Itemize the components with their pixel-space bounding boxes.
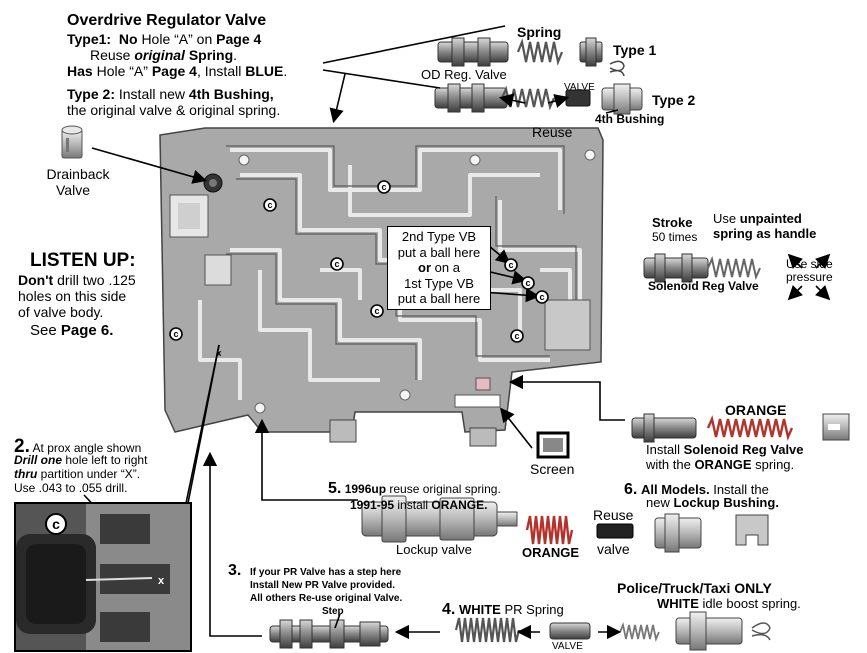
valve-label-top: VALVE [564,82,595,93]
listen-up-line2: holes on this side [18,288,127,304]
c-marker: c [508,260,513,270]
ball-callout-line2: put a ball here [397,244,481,260]
solenoid-reg-valve-label: Solenoid Reg Valve [648,279,759,293]
step-label: Step [322,606,344,617]
step4-line: 4. WHITE PR Spring [442,601,564,618]
type2-label: Type 2 [652,92,696,108]
ball-callout-line5: put a ball here [397,291,481,307]
drainback-valve-icon [61,125,83,159]
overdrive-type2-line2: the original valve & original spring. [67,102,281,118]
fourth-bushing-label: 4th Bushing [595,112,665,126]
stroke-label: Stroke [652,215,693,230]
x-marker: x [158,575,165,587]
orange-line2: with the ORANGE spring. [646,457,795,472]
orange-spring-parts [631,413,850,443]
orange-spring-label: ORANGE [522,545,580,560]
valve-label-lockup: valve [597,541,630,557]
check-ball-markers [169,180,549,343]
c-marker: c [374,306,379,316]
x-marker: x [216,348,221,358]
step2-line3: thru partition under “X”. [14,467,141,481]
step2-line4: Use .043 to .055 drill. [14,481,128,495]
ball-callout-line4: 1st Type VB [404,275,474,291]
c-marker: c [173,329,178,339]
od-reg-valve-label: OD Reg. Valve [421,67,507,82]
pr-valve-parts [269,611,771,651]
overdrive-type1-line: Type1: No Hole “A” on Page 4 [67,31,262,47]
drainback-label-line2: Valve [56,182,90,198]
overdrive-has-line: Has Hole “A” Page 4, Install BLUE. [67,63,288,79]
reuse-label-top: Reuse [532,124,573,140]
police-title: Police/Truck/Taxi ONLY [617,580,772,596]
orange-title: ORANGE [725,402,787,418]
pressure-label: pressure [786,270,833,284]
spring-label: Spring [517,24,562,40]
type1-label: Type 1 [613,42,657,58]
c-marker: c [52,516,60,532]
step3-line2: Install New PR Valve provided. [250,580,396,591]
step5-line1: 5. 1996up reuse original spring. [328,480,501,497]
ball-callout-line1: 2nd Type VB [401,229,477,244]
ball-callout-line3: or on a [418,260,460,276]
screen-part [536,431,570,459]
step6-line1: 6. All Models. Install the [624,481,769,498]
orange-line1: Install Solenoid Reg Valve [646,442,804,457]
step3-line3: All others Re-use original Valve. [250,593,403,604]
reuse-label-lockup: Reuse [593,507,634,523]
overdrive-title: Overdrive Regulator Valve [67,12,267,29]
overdrive-type2-line: Type 2: Install new 4th Bushing, [67,86,274,102]
listen-up-line3: of valve body. [18,304,104,320]
lockup-valve-parts [361,495,769,553]
step6-line2: new Lockup Bushing. [646,495,779,510]
stroke-times: 50 times [652,230,698,244]
lockup-valve-label: Lockup valve [396,542,472,557]
c-marker: c [267,200,272,210]
screen-label: Screen [530,461,575,477]
use-side-label: Use side [786,257,833,271]
c-marker: c [334,259,339,269]
step3-line1: If your PR Valve has a step here [250,567,402,578]
step3-num: 3. [228,562,242,579]
c-marker: c [525,278,530,288]
listen-up-see: See Page 6. [30,322,114,339]
police-line: WHITE idle boost spring. [657,596,801,611]
c-marker: c [381,182,386,192]
unpainted-line2: spring as handle [713,226,817,241]
valve-label-bottom: VALVE [552,641,583,652]
drill-inset-photo: c x [14,502,192,652]
solenoid-reg-parts [643,253,761,283]
c-marker: c [514,331,519,341]
c-marker: c [539,292,544,302]
step5-line2: 1991-95 install ORANGE. [350,498,488,512]
step2-line1: 2. At prox angle shown [14,436,142,457]
drainback-label-line1: Drainback [46,166,110,182]
valve-body [159,127,604,447]
overdrive-reuse-line: Reuse original Spring. [90,47,238,63]
listen-up-line1: Don't drill two .125 [18,272,136,288]
unpainted-line1: Use unpainted [713,211,802,226]
listen-up-title: LISTEN UP: [30,250,136,271]
ball-placement-callout: 2nd Type VB put a ball here or on a 1st … [387,226,491,310]
step2-line2: Drill one hole left to right [14,453,148,467]
